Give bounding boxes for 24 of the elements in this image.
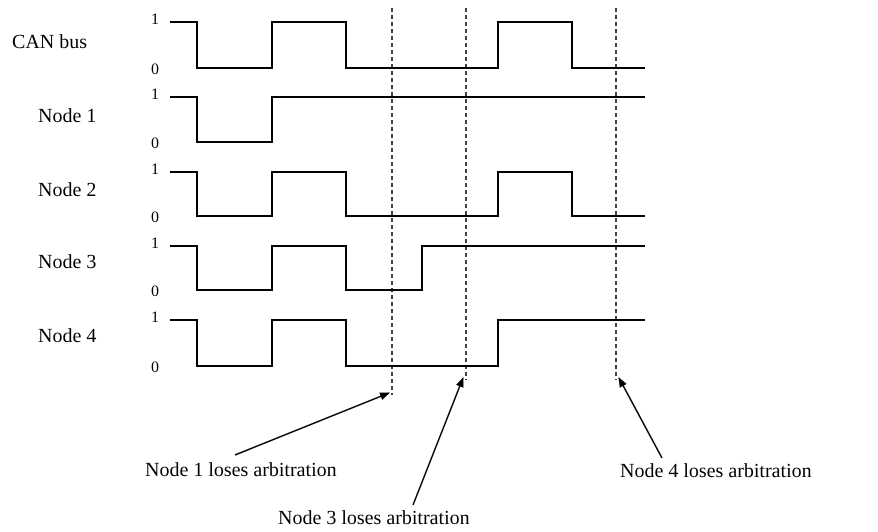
signal-label: Node 3 — [38, 252, 96, 272]
level-label: 1 — [151, 87, 159, 103]
signal-label: Node 1 — [38, 106, 96, 126]
level-label: 0 — [151, 136, 159, 152]
annotation-text: Node 3 loses arbitration — [278, 508, 470, 528]
level-label: 1 — [151, 310, 159, 326]
level-label: 1 — [151, 162, 159, 178]
leader-arrow — [412, 377, 464, 506]
level-label: 0 — [151, 62, 159, 78]
signal-label: CAN bus — [12, 32, 88, 52]
level-label: 0 — [151, 210, 159, 226]
signal-label: Node 2 — [38, 180, 96, 200]
leader-arrow — [618, 377, 663, 458]
signal-label: Node 4 — [38, 326, 96, 346]
level-label: 1 — [151, 12, 159, 28]
leader-arrow — [234, 392, 390, 456]
dashed-marker-line — [465, 8, 467, 380]
annotation-text: Node 1 loses arbitration — [145, 460, 337, 480]
dashed-marker-line — [615, 8, 617, 380]
dashed-marker-line — [391, 8, 393, 395]
annotation-text: Node 4 loses arbitration — [620, 461, 812, 481]
level-label: 1 — [151, 236, 159, 252]
level-label: 0 — [151, 360, 159, 376]
level-label: 0 — [151, 284, 159, 300]
